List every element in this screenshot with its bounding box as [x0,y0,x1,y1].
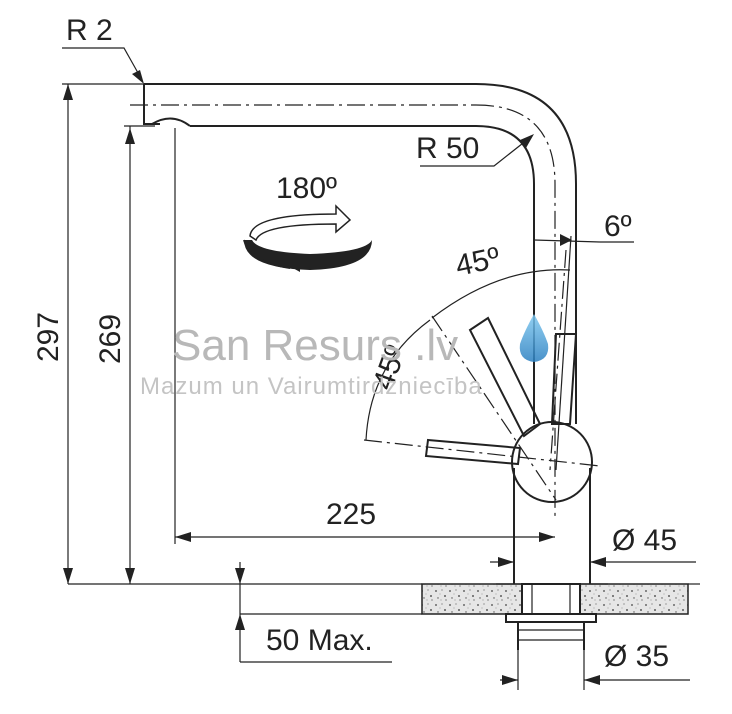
mounting-shank [505,583,597,650]
label-r50: R 50 [416,132,479,165]
watermark-subtitle: Mazum un Vairumtirdzniecība [140,373,483,400]
lever-horizontal [363,438,601,467]
label-reach: 225 [326,498,376,531]
countertop [68,583,700,615]
watermark: San Resurs .lv Mazum un Vairumtirdzniecī… [140,314,549,400]
faucet-body [496,421,608,585]
watermark-title: San Resurs .lv [172,321,458,370]
water-drop-icon [519,314,549,362]
label-r2: R 2 [66,14,113,47]
rotation-arrow-icon [243,204,372,272]
lever-upright [549,235,578,471]
label-diameter-body: Ø 45 [612,524,677,557]
dimension-lines [62,47,696,690]
spout [130,83,577,520]
label-height-total: 297 [32,312,65,362]
label-max-thickness: 50 Max. [266,624,373,657]
label-height-spout: 269 [94,314,127,364]
label-angle-small: 6º [604,210,632,243]
lever-tilted [431,315,557,501]
label-rotation: 180º [276,172,337,205]
label-diameter-mount: Ø 35 [604,640,669,673]
label-angle-upper: 45º [453,241,503,283]
